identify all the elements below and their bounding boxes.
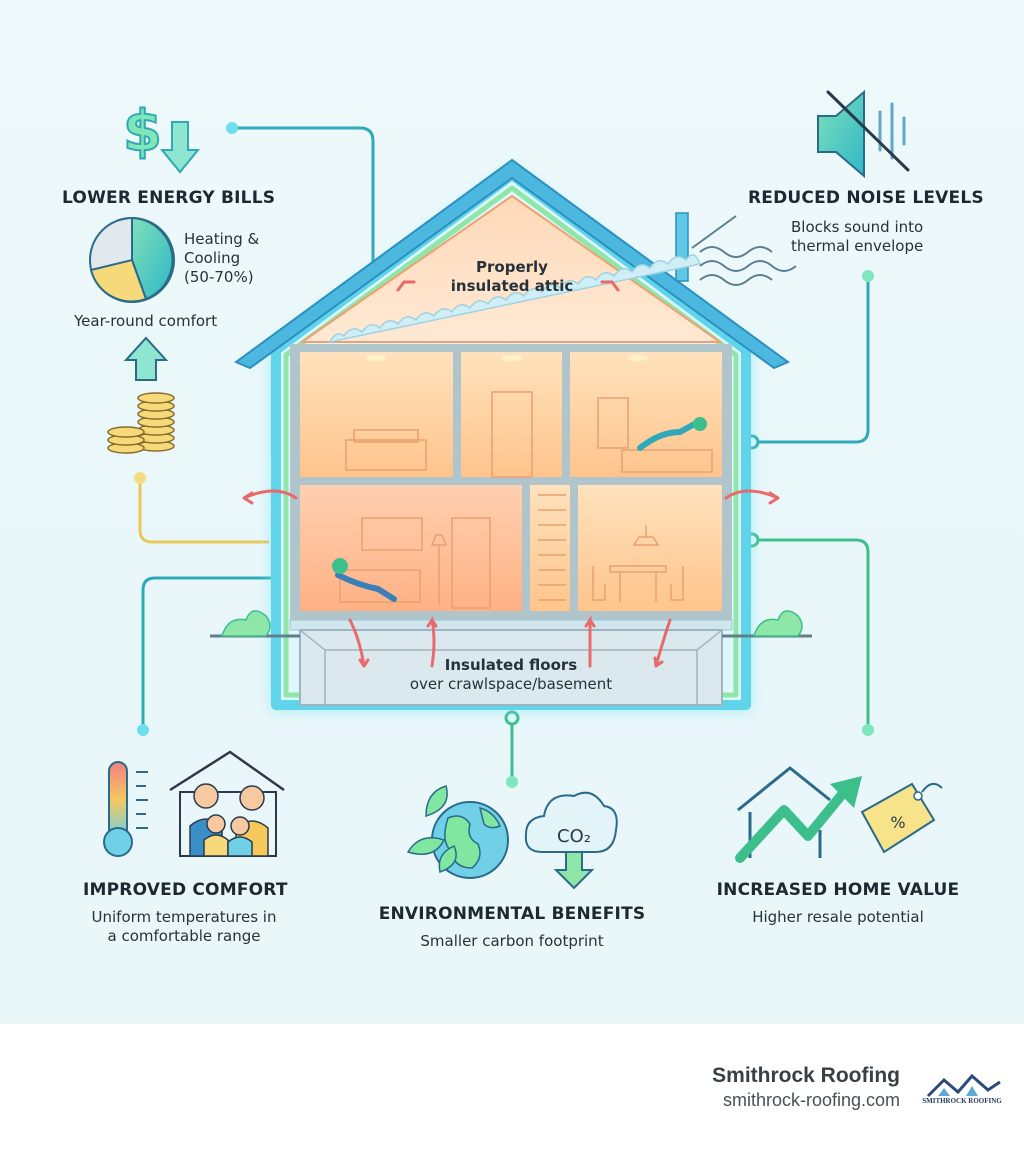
co2-label: CO₂ xyxy=(557,826,591,847)
up-arrow-icon xyxy=(123,336,169,381)
infographic-art: $ xyxy=(89,89,943,890)
pie-chart-icon xyxy=(89,216,175,303)
brand-name: Smithrock Roofing xyxy=(712,1064,900,1087)
pie-label-line-1: Heating & xyxy=(184,230,260,248)
energy-title: LOWER ENERGY BILLS xyxy=(62,188,276,208)
thermometer-icon xyxy=(103,761,148,857)
floor-label-line-2: over crawlspace/basement xyxy=(409,675,613,693)
attic-label-line-2: insulated attic xyxy=(450,277,574,295)
dollar-down-icon: $ xyxy=(122,98,201,174)
house-growth-icon xyxy=(735,766,862,863)
value-title: INCREASED HOME VALUE xyxy=(716,880,960,900)
comfort-sub-line-1: Uniform temperatures in xyxy=(91,908,277,926)
pie-label: Heating & Cooling (50-70%) xyxy=(184,230,259,287)
noise-sub-line-2: thermal envelope xyxy=(791,237,924,255)
footer xyxy=(0,1024,1024,1154)
energy-sub: Year-round comfort xyxy=(74,312,218,330)
muted-speaker-icon xyxy=(817,89,910,179)
pie-label-line-3: (50-70%) xyxy=(184,268,254,286)
attic-label: Properly insulated attic xyxy=(424,258,600,296)
noise-title: REDUCED NOISE LEVELS xyxy=(748,188,984,208)
environment-title: ENVIRONMENTAL BENEFITS xyxy=(378,904,646,924)
coins-icon xyxy=(107,392,175,454)
price-tag-icon: % xyxy=(860,782,943,854)
brand-url[interactable]: smithrock-roofing.com xyxy=(722,1090,900,1110)
logo-text: SMITHROCK ROOFING xyxy=(922,1097,1002,1105)
value-sub: Higher resale potential xyxy=(752,908,924,926)
house-diagram xyxy=(210,158,812,712)
comfort-sub: Uniform temperatures in a comfortable ra… xyxy=(64,908,304,946)
floor-label: Insulated floors over crawlspace/basemen… xyxy=(380,656,642,694)
comfort-sub-line-2: a comfortable range xyxy=(107,927,261,945)
infographic-canvas: $ xyxy=(0,0,1024,1024)
attic-label-line-1: Properly xyxy=(476,258,548,276)
percent-symbol: % xyxy=(890,813,905,832)
family-house-icon xyxy=(169,750,285,857)
noise-sub-line-1: Blocks sound into xyxy=(791,218,924,236)
company-logo-icon xyxy=(926,1073,1001,1098)
sound-waves-icon xyxy=(691,215,797,286)
dollar-symbol: $ xyxy=(123,99,162,164)
noise-sub: Blocks sound into thermal envelope xyxy=(791,218,923,256)
pie-label-line-2: Cooling xyxy=(184,249,241,267)
earth-leaves-icon xyxy=(406,785,509,879)
relaxing-person-icon xyxy=(332,417,707,602)
co2-cloud-icon: CO₂ xyxy=(524,791,618,890)
environment-sub: Smaller carbon footprint xyxy=(420,932,604,950)
floor-label-line-1: Insulated floors xyxy=(444,656,578,674)
comfort-title: IMPROVED COMFORT xyxy=(83,880,288,900)
